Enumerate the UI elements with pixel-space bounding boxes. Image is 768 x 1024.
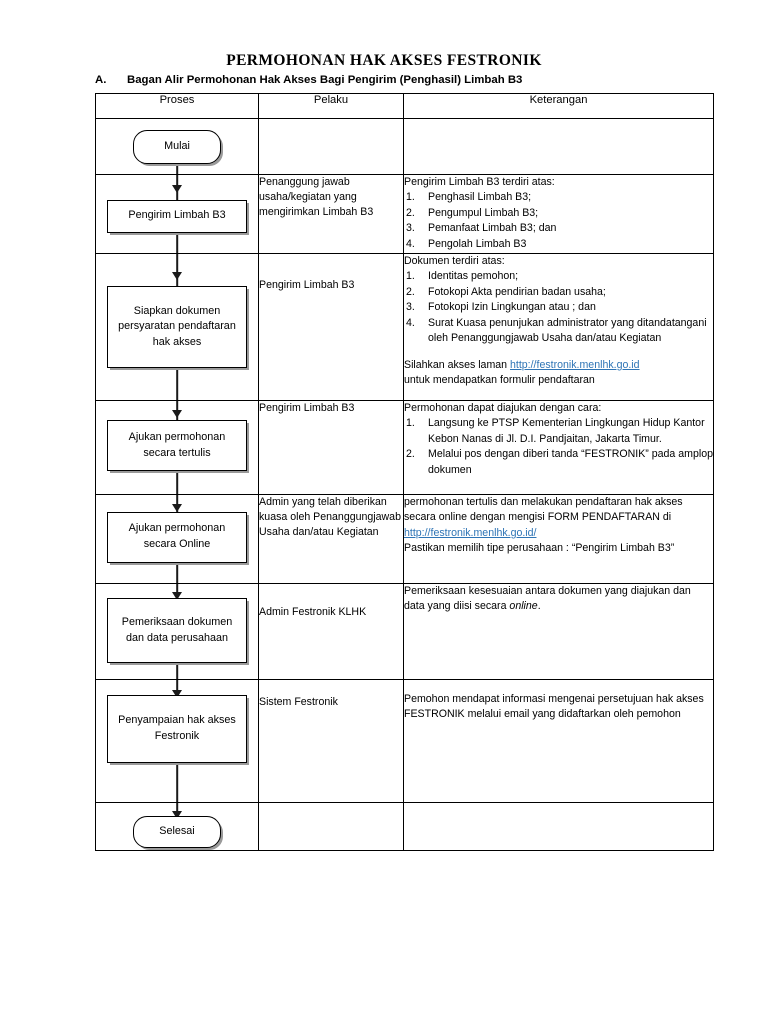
flow-arrowhead-icon — [172, 811, 182, 819]
actor-cell: Pengirim Limbah B3 — [258, 400, 404, 495]
actor-cell — [258, 802, 404, 851]
process-cell: Penyampaian hak akses Festronik — [95, 679, 259, 803]
flow-node-process: Pengirim Limbah B3 — [107, 199, 247, 233]
page-title: PERMOHONAN HAK AKSES FESTRONIK — [226, 52, 542, 69]
process-cell: Selesai — [95, 802, 259, 851]
actor-cell: Sistem Festronik — [258, 679, 404, 803]
flow-node-process: Penyampaian hak akses Festronik — [107, 695, 247, 763]
description-outro: Silahkan akses laman http://festronik.me… — [404, 358, 640, 371]
process-cell: Pemeriksaan dokumen dan data perusahaan — [95, 583, 259, 680]
table-row: Selesai — [95, 802, 714, 851]
list-item: 2.Pengumpul Limbah B3; — [404, 206, 713, 221]
description-cell: Dokumen terdiri atas: 1.Identitas pemoho… — [403, 253, 714, 401]
description-intro: Dokumen terdiri atas: — [404, 255, 505, 267]
actor-cell: Admin Festronik KLHK — [258, 583, 404, 680]
flow-node-process: Siapkan dokumen persyaratan pendaftaran … — [107, 286, 247, 368]
column-header-pelaku: Pelaku — [258, 93, 404, 119]
list-item: 3.Fotokopi Izin Lingkungan atau ; dan — [404, 300, 713, 315]
description-intro: Pengirim Limbah B3 terdiri atas: — [404, 176, 555, 188]
actor-cell: Penanggung jawab usaha/kegiatan yang men… — [258, 174, 404, 254]
list-item: 2.Fotokopi Akta pendirian badan usaha; — [404, 285, 713, 300]
description-cell — [403, 802, 714, 851]
flow-arrowhead-icon — [172, 504, 182, 512]
list-item: 1.Langsung ke PTSP Kementerian Lingkunga… — [406, 417, 705, 445]
festronik-link[interactable]: http://festronik.menlhk.go.id/ — [404, 526, 537, 539]
list-number: 3. — [406, 301, 415, 314]
list-item: 1.Identitas pemohon; — [404, 269, 713, 284]
table-row: Pengirim Limbah B3 Penanggung jawab usah… — [95, 174, 714, 254]
description-cell: permohonan tertulis dan melakukan pendaf… — [403, 494, 714, 584]
table-row: Mulai — [95, 118, 714, 175]
flow-node-terminator: Mulai — [133, 129, 221, 164]
italic-term: online — [509, 600, 538, 613]
flow-node-process: Pemeriksaan dokumen dan data perusahaan — [107, 598, 247, 663]
flow-arrowhead-icon — [172, 592, 182, 600]
list-number: 3. — [406, 222, 415, 235]
list-number: 4. — [406, 237, 415, 250]
festronik-link[interactable]: http://festronik.menlhk.go.id — [510, 358, 640, 371]
list-number: 4. — [406, 316, 415, 329]
description-list: 1.Identitas pemohon; 2.Fotokopi Akta pen… — [404, 269, 713, 346]
process-cell: Ajukan permohonan secara Online — [95, 494, 259, 584]
table-row: Penyampaian hak akses Festronik Sistem F… — [95, 679, 714, 803]
section-title: Bagan Alir Permohonan Hak Akses Bagi Pen… — [127, 74, 523, 86]
table-row: Pemeriksaan dokumen dan data perusahaan … — [95, 583, 714, 680]
list-number: 1. — [406, 191, 415, 204]
process-cell: Pengirim Limbah B3 — [95, 174, 259, 254]
flowchart-table: Proses Pelaku Keterangan Mulai — [95, 93, 714, 851]
description-cell: Pemohon mendapat informasi mengenai pers… — [403, 679, 714, 803]
list-item: 4.Surat Kuasa penunjukan administrator y… — [406, 316, 707, 345]
actor-cell: Admin yang telah diberikan kuasa oleh Pe… — [258, 494, 404, 584]
description-text: permohonan tertulis dan melakukan pendaf… — [404, 496, 683, 539]
flow-arrowhead-icon — [172, 690, 182, 698]
table-row: Ajukan permohonan secara tertulis Pengir… — [95, 400, 714, 495]
flow-node-terminator: Selesai — [133, 815, 221, 848]
description-cell: Pemeriksaan kesesuaian antara dokumen ya… — [403, 583, 714, 680]
list-number: 2. — [406, 448, 415, 461]
list-number: 2. — [406, 285, 415, 298]
list-number: 2. — [406, 206, 415, 219]
description-text-after: Pastikan memilih tipe perusahaan : “Peng… — [404, 542, 675, 555]
list-item: 3.Pemanfaat Limbah B3; dan — [404, 221, 713, 236]
description-list: 1.Langsung ke PTSP Kementerian Lingkunga… — [404, 416, 713, 478]
list-number: 1. — [406, 270, 415, 283]
description-text: Pemohon mendapat informasi mengenai pers… — [404, 693, 704, 721]
flow-node-process: Ajukan permohonan secara tertulis — [107, 420, 247, 471]
list-number: 1. — [406, 417, 415, 430]
flow-arrowhead-icon — [172, 272, 182, 280]
process-cell: Siapkan dokumen persyaratan pendaftaran … — [95, 253, 259, 401]
column-header-proses: Proses — [95, 93, 259, 119]
flow-node-process: Ajukan permohonan secara Online — [107, 511, 247, 563]
table-row: Ajukan permohonan secara Online Admin ya… — [95, 494, 714, 584]
description-outro-line2: untuk mendapatkan formulir pendaftaran — [404, 374, 595, 387]
table-header-row: Proses Pelaku Keterangan — [95, 93, 714, 119]
description-intro: Permohonan dapat diajukan dengan cara: — [404, 402, 602, 414]
process-cell: Ajukan permohonan secara tertulis — [95, 400, 259, 495]
list-item: 4.Pengolah Limbah B3 — [404, 237, 713, 252]
process-cell: Mulai — [95, 118, 259, 175]
list-item: 2.Melalui pos dengan diberi tanda “FESTR… — [406, 448, 714, 476]
description-text: Pemeriksaan kesesuaian antara dokumen ya… — [404, 585, 691, 613]
section-letter: A. — [95, 74, 107, 86]
flow-arrowhead-icon — [172, 185, 182, 193]
flow-arrowhead-icon — [172, 410, 182, 418]
description-cell — [403, 118, 714, 175]
section-heading: A. Bagan Alir Permohonan Hak Akses Bagi P… — [95, 74, 522, 86]
actor-cell — [258, 118, 404, 175]
actor-cell: Pengirim Limbah B3 — [258, 253, 404, 401]
column-header-keterangan: Keterangan — [403, 93, 714, 119]
description-cell: Pengirim Limbah B3 terdiri atas: 1.Pengh… — [403, 174, 714, 254]
description-list: 1.Penghasil Limbah B3; 2.Pengumpul Limba… — [404, 190, 713, 252]
table-row: Siapkan dokumen persyaratan pendaftaran … — [95, 253, 714, 401]
description-cell: Permohonan dapat diajukan dengan cara: 1… — [403, 400, 714, 495]
list-item: 1.Penghasil Limbah B3; — [404, 190, 713, 205]
spacer — [404, 347, 713, 358]
